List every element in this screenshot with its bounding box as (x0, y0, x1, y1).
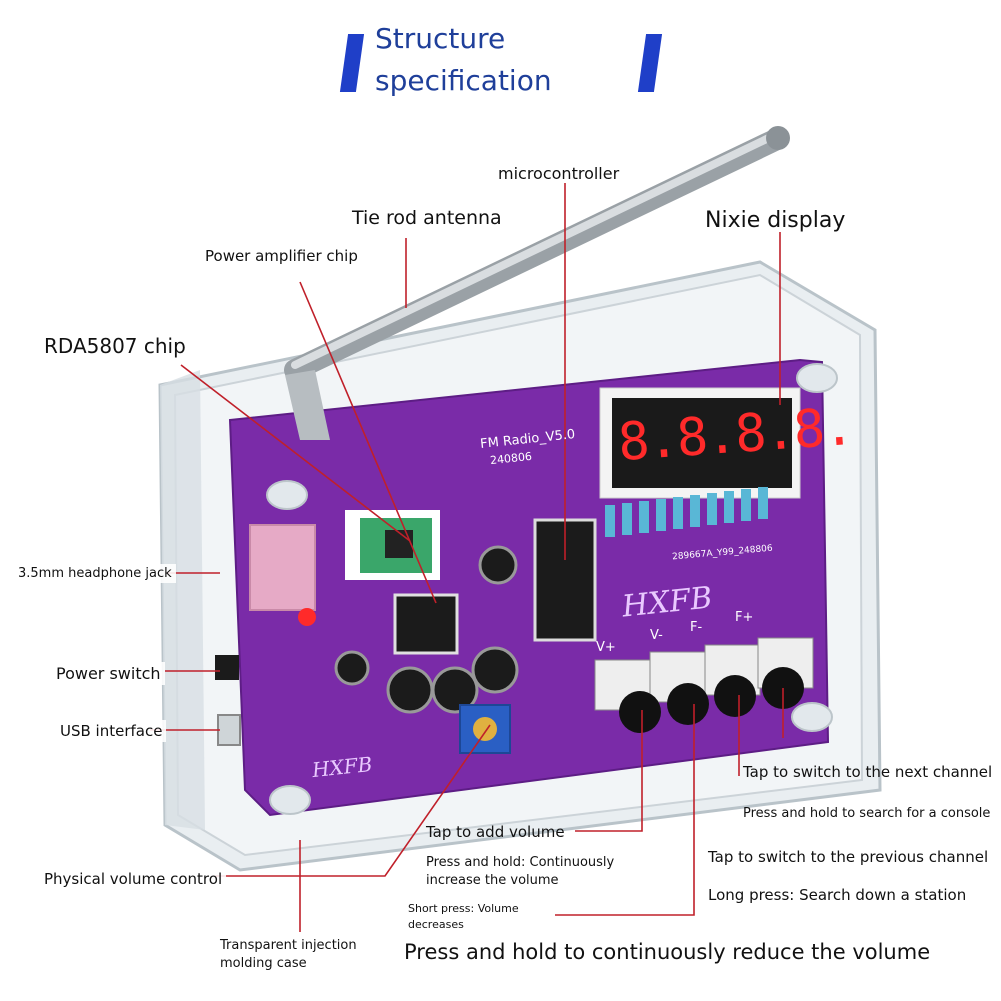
label-usb-interface: USB interface (56, 720, 167, 742)
label-headphone-jack: 3.5mm headphone jack (14, 564, 176, 583)
page-title: Structure specification (375, 18, 552, 102)
headphone-jack (249, 524, 316, 611)
screw-posts (266, 363, 838, 815)
button-label-v-minus: V- (650, 628, 663, 643)
rda5807-module (345, 510, 440, 580)
label-search-down: Long press: Search down a station (708, 886, 967, 904)
label-search-console: Press and hold to search for a console (743, 806, 991, 821)
usb-port-part (217, 714, 241, 746)
label-microcontroller: microcontroller (498, 164, 620, 183)
power-amp-ic (393, 593, 459, 655)
label-antenna: Tie rod antenna (352, 207, 502, 229)
leader-lines (150, 183, 784, 932)
label-physical-volume: Physical volume control (40, 868, 227, 890)
button-label-v-plus: V+ (596, 640, 616, 655)
red-led (298, 608, 316, 626)
label-nixie-display: Nixie display (705, 208, 846, 233)
power-switch-part (215, 655, 239, 680)
antenna (284, 126, 790, 440)
label-add-volume: Tap to add volume (426, 823, 565, 841)
label-hold-increase: Press and hold: Continuously increase th… (426, 854, 656, 890)
label-power-amp: Power amplifier chip (205, 247, 358, 265)
label-short-decrease: Short press: Volume decreases (404, 899, 532, 935)
label-power-switch: Power switch (52, 662, 165, 685)
page-title-line1: Structure (375, 22, 506, 55)
tactile-buttons (594, 637, 814, 733)
label-short-decrease-text: Short press: Volume decreases (408, 902, 519, 931)
nixie-display (599, 387, 801, 499)
page-title-line2: specification (375, 64, 552, 97)
label-case-text: Transparent injection molding case (220, 938, 357, 971)
label-prev-channel: Tap to switch to the previous channel (708, 848, 989, 866)
volume-potentiometer (459, 704, 511, 754)
label-case: Transparent injection molding case (216, 935, 374, 975)
resistor-array (605, 487, 768, 537)
capacitors (334, 545, 519, 714)
label-next-channel: Tap to switch to the next channel (743, 763, 993, 781)
label-rda5807: RDA5807 chip (40, 332, 190, 360)
label-hold-increase-text: Press and hold: Continuously increase th… (426, 855, 615, 888)
button-label-f-plus: F+ (735, 610, 754, 625)
button-label-f-minus: F- (690, 620, 703, 635)
label-hold-reduce: Press and hold to continuously reduce th… (404, 940, 931, 964)
